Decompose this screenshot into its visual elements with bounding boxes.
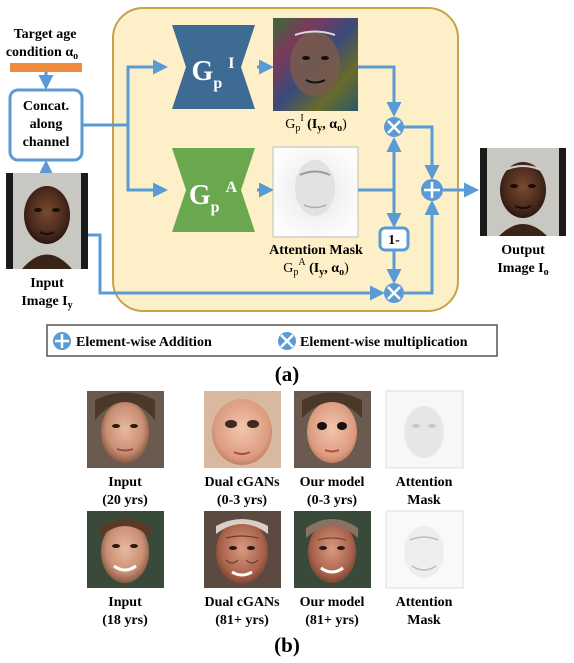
input-label-2: Image Iy — [21, 294, 72, 311]
row2-caption-1-b: (18 yrs) — [102, 613, 148, 628]
row2-caption-1-a: Input — [108, 595, 142, 610]
row2-caption-2-a: Dual cGANs — [204, 595, 280, 610]
caption-a: (a) — [275, 362, 300, 386]
row1-input-face — [87, 391, 164, 468]
row1-ourmodel-face — [294, 391, 371, 468]
row1-caption-4-a: Attention — [396, 475, 453, 490]
image-generator — [172, 25, 255, 109]
gpi-caption: GpI (Iy, αo) — [285, 113, 347, 134]
row2-attention-mask — [385, 510, 464, 589]
row1-dualcgan-face — [204, 391, 281, 468]
one-minus-label: 1- — [388, 233, 400, 248]
output-image — [480, 148, 566, 236]
target-age-label: Target age — [14, 27, 77, 42]
input-label-1: Input — [30, 276, 64, 291]
legend-add-label: Element-wise Addition — [76, 335, 212, 350]
row2-caption-4-b: Mask — [407, 613, 441, 628]
legend-add-icon — [53, 332, 71, 350]
row2-caption-3-a: Our model — [300, 595, 365, 610]
row1-caption-1-a: Input — [108, 475, 142, 490]
caption-b: (b) — [274, 633, 300, 657]
legend-multiply-label: Element-wise multiplication — [300, 335, 468, 350]
row1-caption-3-b: (0-3 yrs) — [307, 493, 357, 508]
add-node — [421, 179, 443, 201]
multiply-node-top — [384, 117, 404, 137]
legend-multiply-icon — [278, 332, 296, 350]
multiply-node-bottom — [384, 283, 404, 303]
row1-caption-4-b: Mask — [407, 493, 441, 508]
row1-caption-2-b: (0-3 yrs) — [217, 493, 267, 508]
row2-caption-4-a: Attention — [396, 595, 453, 610]
gpa-caption: GpA (Iy, αo) — [283, 257, 349, 278]
row1-caption-3-a: Our model — [300, 475, 365, 490]
row1-caption-1-b: (20 yrs) — [102, 493, 148, 508]
output-label-1: Output — [501, 243, 545, 258]
image-generator-label: GpI — [192, 55, 235, 92]
target-age-bar — [10, 63, 82, 72]
attention-generator — [172, 148, 255, 232]
attention-mask-image — [272, 146, 359, 238]
row2-ourmodel-face — [294, 511, 371, 588]
attention-mask-title: Attention Mask — [269, 243, 363, 258]
concat-label-1: Concat. — [23, 99, 69, 114]
row2-input-face — [87, 511, 164, 588]
row2-caption-3-b: (81+ yrs) — [305, 613, 359, 628]
attention-generator-label: GpA — [189, 179, 238, 216]
row1-attention-mask — [385, 390, 464, 469]
row2-caption-2-b: (81+ yrs) — [215, 613, 269, 628]
output-label-2: Image Io — [497, 261, 548, 278]
gpi-output-image — [273, 18, 358, 111]
row2-dualcgan-face — [204, 511, 281, 588]
legend-box — [46, 324, 498, 357]
concat-label-3: channel — [23, 135, 70, 150]
concat-label-2: along — [30, 117, 63, 132]
target-age-label-2: condition αo — [6, 45, 78, 62]
row1-caption-2-a: Dual cGANs — [204, 475, 280, 490]
input-image — [6, 173, 88, 269]
